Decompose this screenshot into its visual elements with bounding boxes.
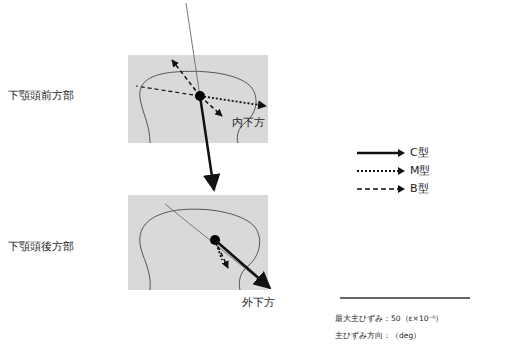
legend-item: M型: [356, 163, 431, 178]
legend-text: M型: [410, 163, 431, 178]
c-arrow: [200, 96, 214, 190]
legend-sample: [356, 166, 406, 176]
scale-note: 主ひずみ方向：（deg）: [335, 331, 421, 340]
legend-sample: [356, 184, 406, 194]
panel: [128, 55, 268, 143]
direction-label: 外下方: [242, 296, 275, 309]
legend-sample: [356, 148, 406, 158]
m-arrow: [200, 96, 266, 106]
measurement-point: [210, 235, 220, 245]
region-label: 下顎頭後方部: [8, 240, 74, 253]
measurement-point: [195, 91, 205, 101]
b-arrow: [172, 60, 200, 96]
legend-item: B型: [356, 181, 429, 196]
condyle-outline: [140, 209, 260, 290]
direction-label: 内下方: [232, 116, 265, 129]
region-label: 下顎頭前方部: [8, 89, 74, 102]
legend-item: C型: [356, 145, 429, 160]
legend-text: C型: [410, 145, 429, 160]
legend-text: B型: [410, 181, 429, 196]
b-arrow: [136, 86, 200, 96]
reference-line: [165, 204, 262, 282]
scale-bar: [340, 297, 470, 299]
panel: [128, 195, 268, 290]
scale-note: 最大主ひずみ：50（ε×10⁻⁶）: [335, 314, 443, 323]
c-arrow: [215, 240, 270, 288]
